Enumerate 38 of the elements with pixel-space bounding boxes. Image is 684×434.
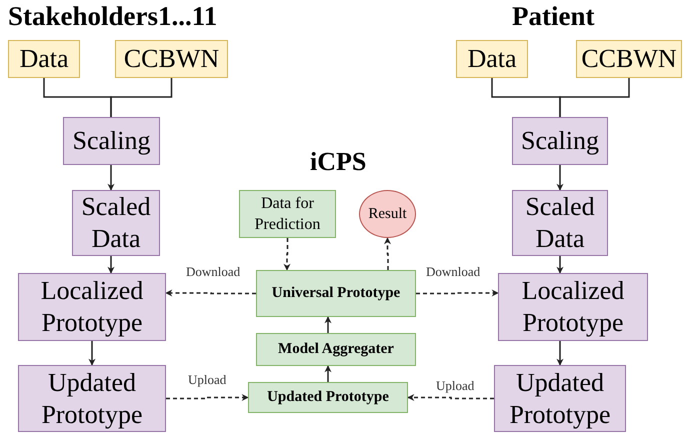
edge-label: Upload xyxy=(435,378,476,393)
heading: Stakeholders1...11 xyxy=(8,0,218,32)
arrow xyxy=(324,316,332,333)
edge-label: Download xyxy=(425,264,482,279)
heading: Patient xyxy=(512,0,594,32)
arrow xyxy=(284,238,290,271)
process-box: Updated Prototype xyxy=(494,365,626,432)
process-box: Updated Prototype xyxy=(18,365,166,432)
process-box: Scaling xyxy=(512,117,608,165)
input-box: CCBWN xyxy=(576,40,682,78)
input-box: Data xyxy=(456,40,528,78)
process-box: Localized Prototype xyxy=(498,273,648,341)
arrow xyxy=(108,256,114,274)
input-box: Data xyxy=(8,40,80,78)
arrow xyxy=(166,394,249,401)
arrow xyxy=(88,341,96,366)
input-box: CCBWN xyxy=(115,40,228,78)
process-box: Model Aggregater xyxy=(256,333,416,366)
input-box: Data for Prediction xyxy=(239,190,336,238)
arrow xyxy=(165,290,256,296)
process-box: Scaling xyxy=(63,117,160,165)
process-box: Universal Prototype xyxy=(256,270,416,317)
arrow xyxy=(416,290,499,296)
arrow xyxy=(108,165,114,191)
edge-label: Upload xyxy=(187,372,228,387)
edge-label: Download xyxy=(185,264,242,279)
arrow xyxy=(384,237,391,270)
result-ellipse: Result xyxy=(359,190,416,238)
heading: iCPS xyxy=(310,146,366,178)
arrow xyxy=(556,341,564,366)
process-box: Scaled Data xyxy=(72,190,160,256)
arrow xyxy=(324,365,332,382)
process-box: Localized Prototype xyxy=(18,273,166,341)
arrow xyxy=(407,394,494,401)
process-box: Updated Prototype xyxy=(248,382,408,413)
arrow xyxy=(556,165,564,191)
process-box: Scaled Data xyxy=(512,190,608,256)
arrow xyxy=(556,256,564,274)
